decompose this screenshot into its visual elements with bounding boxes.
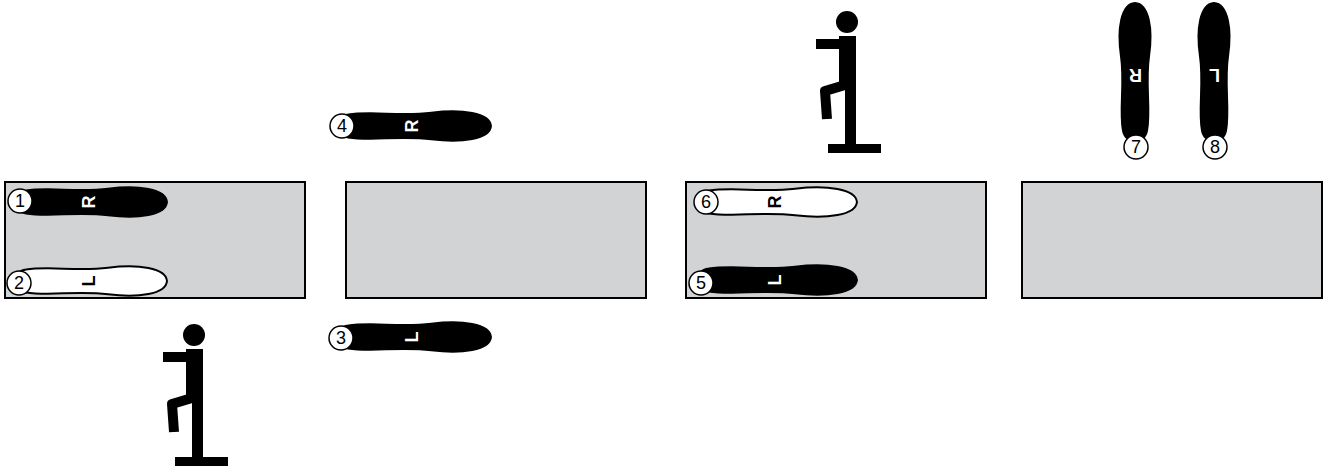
foot-letter: L (1209, 66, 1220, 84)
foot-letter: L (765, 275, 783, 286)
footprint: L5 (690, 261, 858, 299)
callout-circle: 4 (329, 113, 355, 139)
callout-number: 7 (1131, 138, 1141, 156)
footprint: R4 (330, 107, 492, 145)
callout-number: 4 (337, 117, 347, 135)
footprint: L2 (8, 262, 168, 300)
foot-letter: R (79, 196, 97, 209)
floor-tile (1022, 182, 1322, 298)
callout-number: 3 (336, 329, 346, 347)
person-figure (816, 11, 881, 153)
foot-letter: L (402, 332, 420, 343)
foot-letter: L (79, 276, 97, 287)
footprint: R1 (8, 183, 168, 221)
callout-circle: 2 (6, 270, 32, 296)
foot-letter: R (402, 120, 420, 133)
callout-number: 6 (701, 193, 711, 211)
callout-number: 8 (1210, 138, 1220, 156)
callout-circle: 8 (1202, 134, 1228, 160)
callout-number: 2 (14, 274, 24, 292)
footprint: R7 (1115, 2, 1155, 147)
callout-circle: 3 (328, 325, 354, 351)
foot-letter: R (765, 196, 783, 209)
floor-tile (686, 182, 986, 298)
callout-circle: 1 (7, 188, 33, 214)
callout-number: 1 (15, 192, 25, 210)
footprint: L8 (1194, 2, 1234, 147)
callout-number: 5 (696, 274, 706, 292)
callout-circle: 5 (688, 270, 714, 296)
callout-circle: 7 (1123, 134, 1149, 160)
person-figure (163, 324, 228, 466)
footprint: R6 (690, 183, 858, 221)
floor-tile (5, 182, 305, 298)
floor-tile (346, 182, 646, 298)
foot-letter: R (1129, 66, 1142, 84)
footprint: L3 (330, 318, 492, 356)
callout-circle: 6 (693, 189, 719, 215)
